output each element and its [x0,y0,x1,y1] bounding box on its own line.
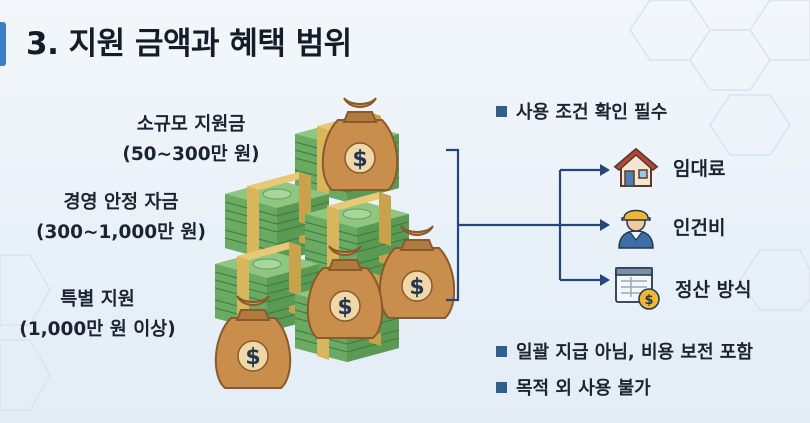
usage-item-label: 인건비 [673,216,726,239]
tier-name: 경영 안정 자금 [63,192,179,213]
page-title: 3. 지원 금액과 혜택 범위 [26,26,352,62]
tier-small-grant: 소규모 지원금 (50~300만 원) [106,110,276,170]
house-icon [613,147,659,187]
tier-range: (300~1,000만 원) [35,222,207,243]
bullet-square [496,381,507,393]
title-accent-bar [0,22,6,66]
worker-icon [618,209,654,249]
usage-item-settlement: $ 정산 방식 [613,265,752,311]
note-row: 목적 외 사용 불가 [496,374,651,400]
usage-item-rent: 임대료 [613,146,725,188]
usage-item-labor: 인건비 [613,203,725,249]
tier-range: (50~300만 원) [122,144,260,165]
bullet-square [496,105,507,117]
tier-name: 특별 지원 [60,289,135,310]
usage-item-label: 임대료 [673,157,726,180]
note-row: 일괄 지급 아님, 비용 보전 포함 [496,338,753,364]
invoice-icon: $ [615,267,660,310]
connector-lines [446,148,610,302]
usage-heading-text: 사용 조건 확인 필수 [516,102,668,123]
note-text: 일괄 지급 아님, 비용 보전 포함 [516,342,753,363]
tier-stability-fund: 경영 안정 자금 (300~1,000만 원) [16,188,226,248]
tier-name: 소규모 지원금 [136,114,246,135]
tier-special-support: 특별 지원 (1,000만 원 이상) [0,285,195,345]
usage-item-label: 정산 방식 [675,278,752,301]
money-illustration: $ [214,97,455,389]
note-text: 목적 외 사용 불가 [516,378,651,399]
tier-range: (1,000만 원 이상) [19,319,176,340]
bullet-square [496,345,507,357]
usage-heading: 사용 조건 확인 필수 [496,98,667,124]
svg-text:$: $ [644,293,653,308]
